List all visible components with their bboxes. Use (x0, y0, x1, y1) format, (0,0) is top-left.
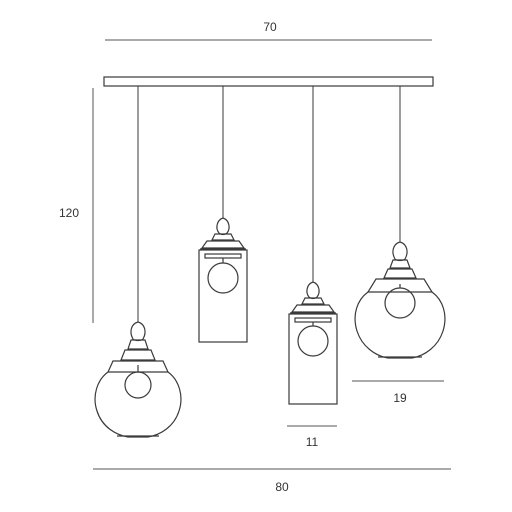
pendant-cylinder-center-left (198, 217, 248, 343)
bulb-icon (124, 371, 152, 399)
pendant-bowl-right (354, 241, 446, 359)
small-width-label: 11 (306, 435, 319, 449)
bottom-width-dimension: 80 (93, 468, 451, 494)
ceiling-canopy-bar (103, 76, 434, 87)
bulb-icon (207, 262, 239, 294)
large-width-label: 19 (393, 391, 407, 405)
top-width-dimension: 70 (105, 20, 432, 41)
height-dimension: 120 (59, 88, 94, 323)
pendant-bowl-left (94, 321, 182, 438)
small-width-dimension: 11 (287, 425, 337, 449)
pendant-cylinder-center-right (288, 281, 338, 405)
bulb-icon (297, 325, 329, 357)
bottom-width-label: 80 (275, 480, 289, 494)
height-label: 120 (59, 206, 79, 220)
top-width-label: 70 (263, 20, 277, 34)
large-width-dimension: 19 (352, 380, 444, 405)
